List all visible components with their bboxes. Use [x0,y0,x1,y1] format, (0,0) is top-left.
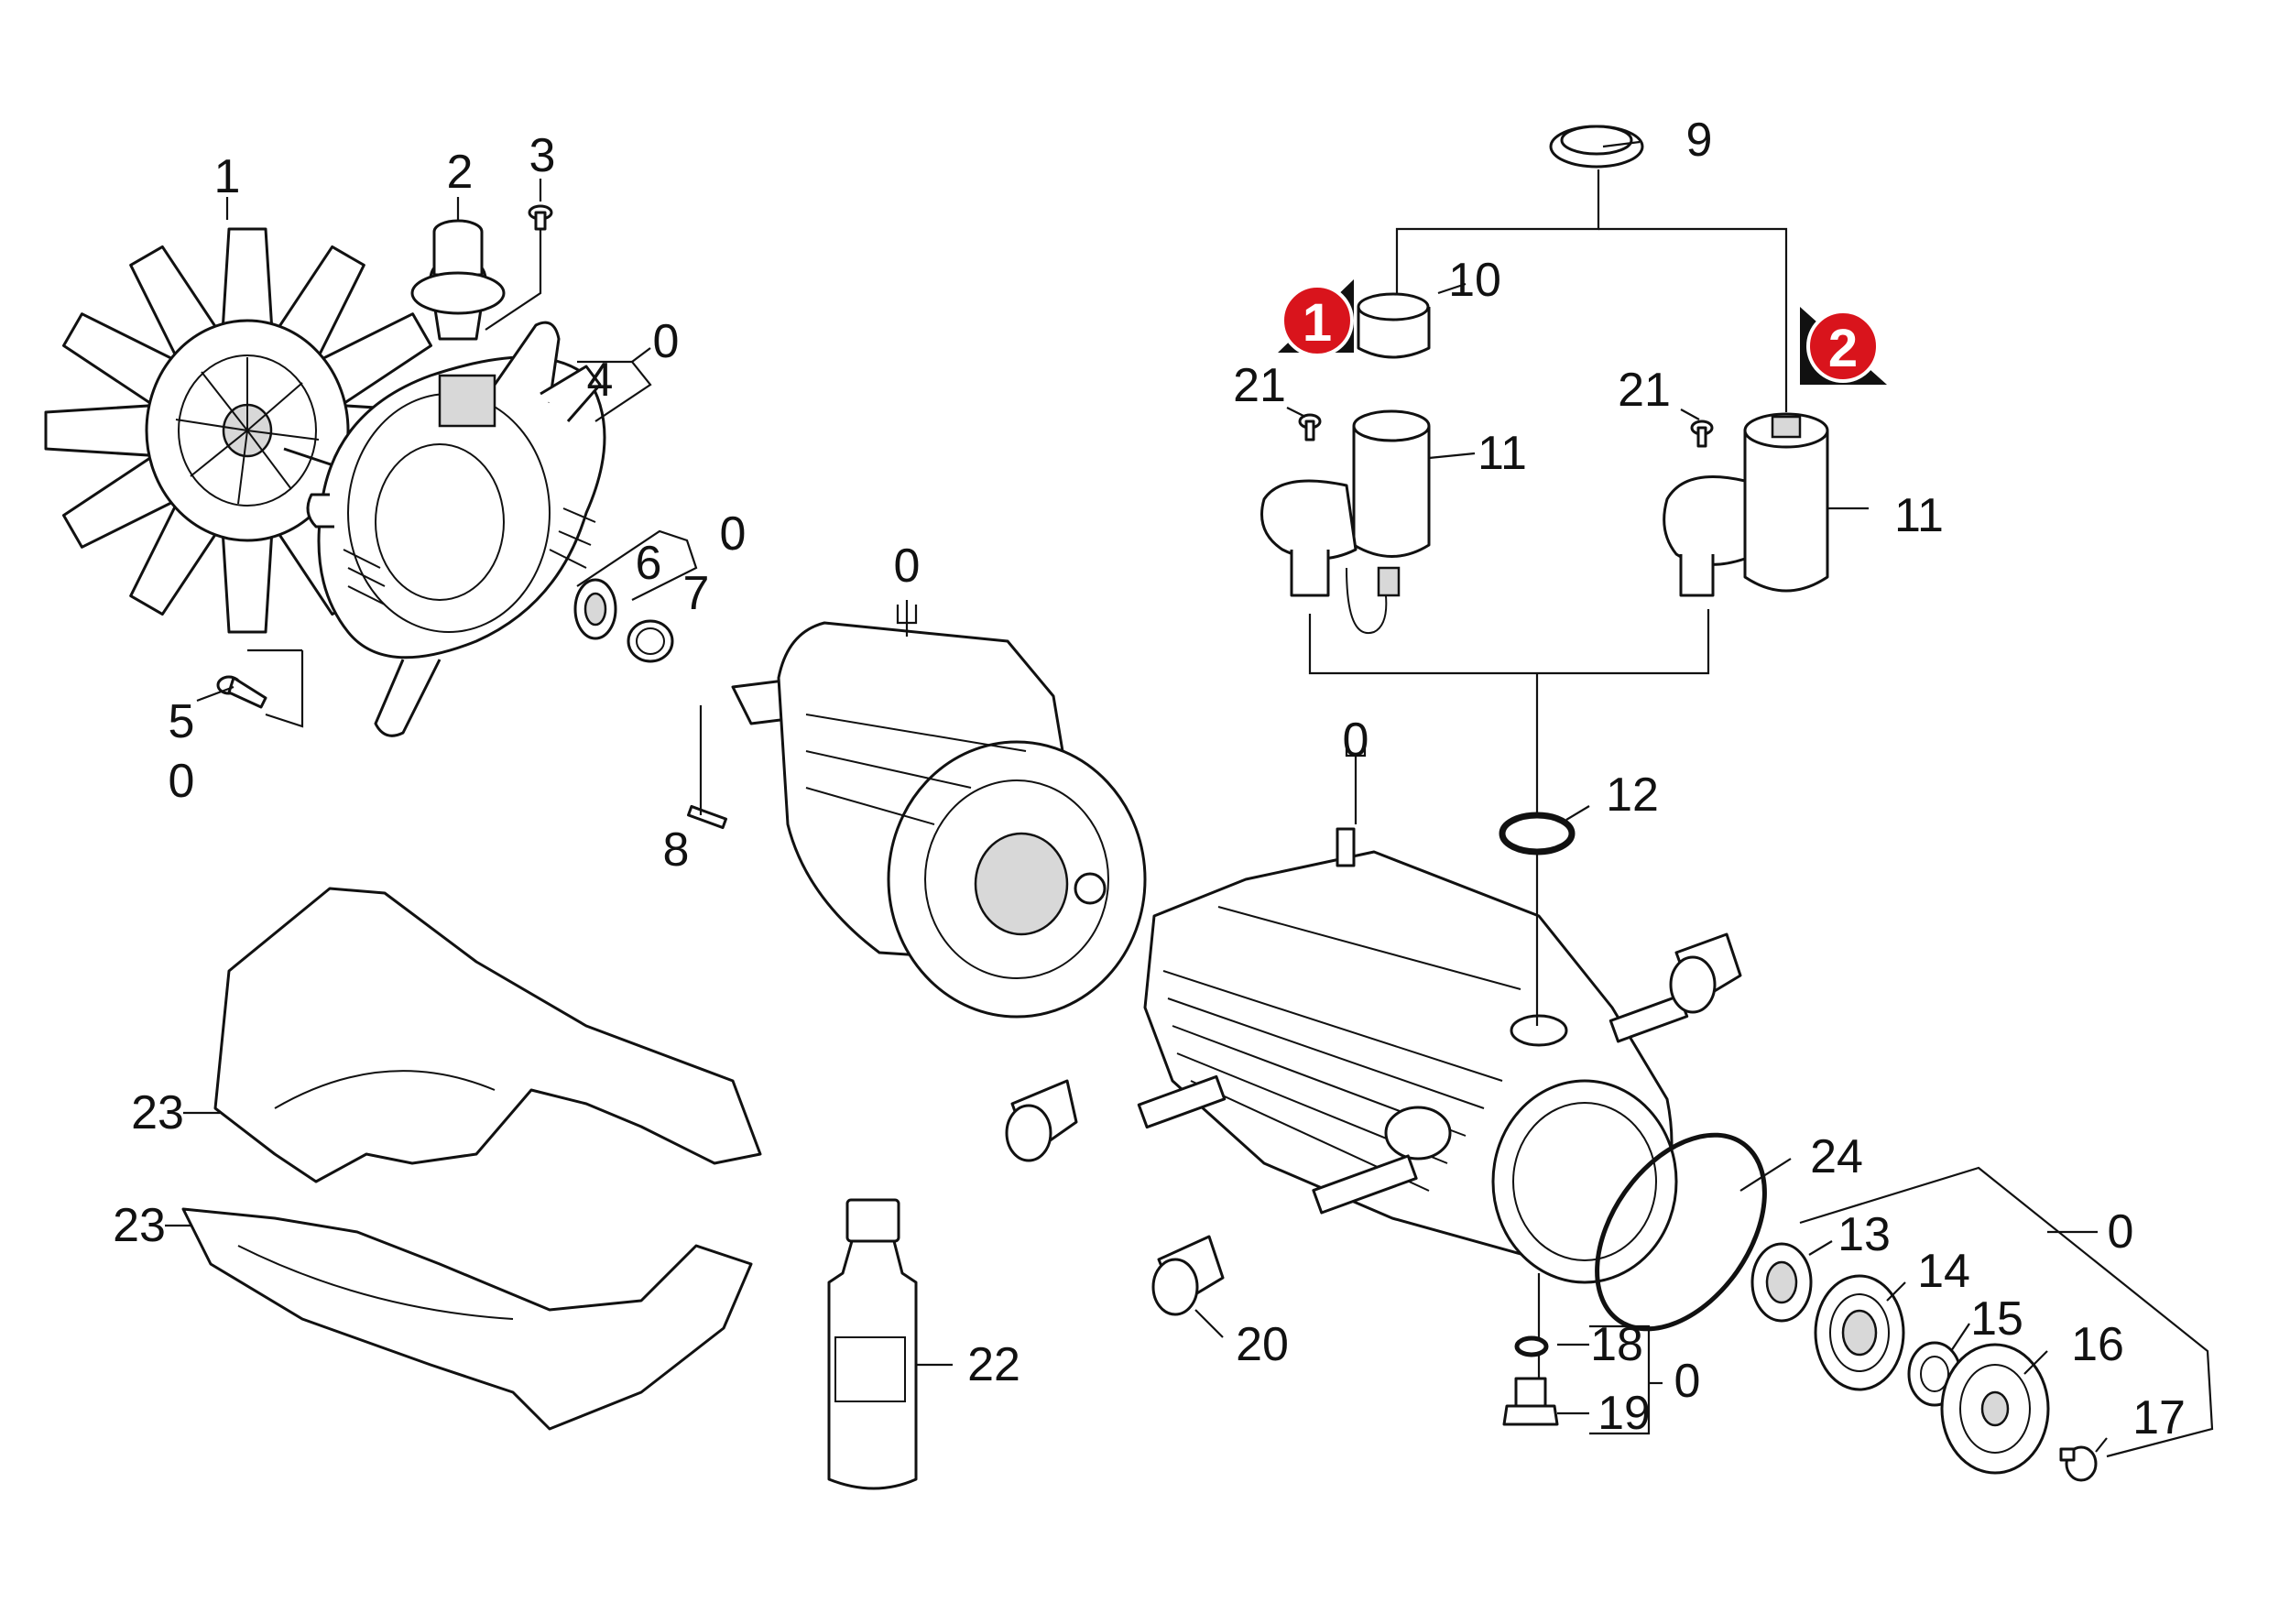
variant-badge-2-circle [1806,310,1880,383]
cover-16-part [1940,1343,2050,1475]
shaft-seal-6-part [573,578,617,640]
callout-labels: 1 2 3 4 5 6 7 8 9 10 11 11 12 13 14 15 1… [113,114,2186,1444]
callout-17: 17 [2132,1391,2186,1444]
shaft-seal-13-part [1750,1242,1813,1323]
variant-badge-2: 2 [1800,307,1887,385]
pump-housing-part [1137,827,1689,1284]
o-ring-24-part [1595,1132,1767,1332]
switch-assembly-11b-part [1663,412,1829,597]
callout-20: 20 [1236,1318,1289,1371]
callout-0-67: 0 [720,507,747,561]
callout-24: 24 [1810,1130,1863,1183]
valve-20c-part [1669,932,1742,1014]
callout-0-housing: 0 [1343,714,1369,767]
callout-0-5: 0 [169,755,195,808]
screw-5-part [216,675,267,709]
callout-18: 18 [1590,1318,1643,1371]
callout-5: 5 [169,695,195,748]
callout-23a: 23 [131,1086,184,1139]
oil-bottle-22-part [827,1198,918,1490]
callout-23b: 23 [113,1199,166,1252]
cap-9-part [1549,125,1644,169]
switch-assembly-11a-part [1260,409,1431,635]
motor-cover-23b-part [181,1207,753,1431]
variant-badge-1-circle [1281,284,1354,357]
o-ring-12-part [1499,812,1576,856]
callout-13: 13 [1837,1208,1891,1261]
callout-15: 15 [1970,1292,2023,1346]
callout-11a: 11 [1478,427,1527,480]
callout-3: 3 [529,129,556,182]
callout-0-motor: 0 [894,540,921,593]
screw-3-part [528,204,553,231]
screw-21a-part [1298,413,1322,441]
sleeve-10-part [1357,292,1431,359]
valve-20a-part [1005,1079,1078,1162]
leader-lines [165,140,2214,1458]
motor-part [731,621,1147,1019]
motor-cover-23a-part [213,887,762,1183]
callout-9: 9 [1686,114,1713,167]
variant-badge-1-label: 1 [1303,293,1332,353]
callout-10: 10 [1448,254,1501,307]
callout-8: 8 [663,823,690,877]
cap-part [410,219,506,341]
end-shield-part [306,321,606,737]
screw-17-part [2059,1445,2098,1482]
drain-plug-19-part [1502,1377,1559,1426]
callout-0-1819: 0 [1674,1355,1701,1408]
key-8-part [686,804,728,830]
o-ring-18-part [1514,1335,1549,1357]
callout-6: 6 [636,537,662,590]
variant-badge-2-label: 2 [1828,319,1858,378]
screw-21b-part [1690,420,1714,448]
callout-11b: 11 [1894,489,1944,542]
callout-0-1317: 0 [2108,1205,2134,1259]
variant-badge-1: 1 [1278,279,1354,357]
bearing-14-part [1814,1274,1905,1391]
callout-14: 14 [1917,1245,1970,1298]
valve-20b-part [1151,1235,1225,1316]
callout-12: 12 [1606,768,1659,822]
callout-16: 16 [2071,1318,2124,1371]
callout-2: 2 [447,146,474,199]
callout-0-4: 0 [653,315,680,368]
callout-21b: 21 [1618,364,1671,417]
ring-7-part [627,619,674,663]
callout-19: 19 [1598,1387,1651,1440]
callout-7: 7 [683,567,710,620]
callout-1: 1 [214,150,241,203]
callout-4: 4 [587,354,614,407]
callout-22: 22 [967,1338,1020,1391]
callout-21a: 21 [1233,359,1286,412]
